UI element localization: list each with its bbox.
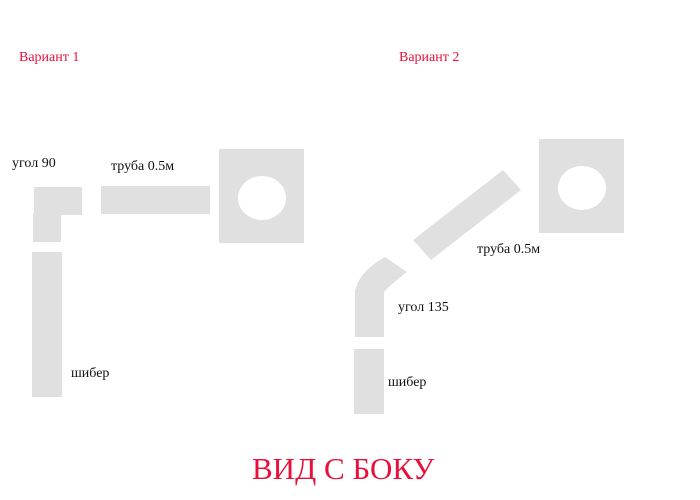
variant2-wall-hole (558, 166, 606, 210)
variant1-pipe-label: труба 0.5м (111, 159, 175, 174)
variant2-elbow-label: угол 135 (398, 300, 449, 315)
variant1-damper-label: шибер (71, 366, 110, 381)
caption-side-view: ВИД С БОКУ (252, 451, 435, 486)
variant2-elbow-135-vertical (355, 290, 384, 337)
variant2-damper-label: шибер (388, 375, 427, 390)
variant2-title: Вариант 2 (399, 50, 460, 65)
variant1-parts (32, 149, 304, 397)
variant2-elbow-135-diagonal (355, 257, 407, 292)
variant1-elbow-label: угол 90 (12, 156, 56, 171)
variant1-wall-hole (238, 176, 286, 220)
variant2-pipe-diagonal (413, 170, 521, 260)
variant1-elbow-90-top (34, 187, 82, 215)
variant1-damper (32, 252, 62, 397)
variant1-pipe (101, 186, 210, 214)
variant2-parts (354, 139, 624, 414)
variant2-damper (354, 349, 384, 414)
variant1-title: Вариант 1 (19, 50, 80, 65)
variant1-elbow-90-bottom (33, 214, 61, 242)
variant2-pipe-label: труба 0.5м (477, 242, 541, 257)
